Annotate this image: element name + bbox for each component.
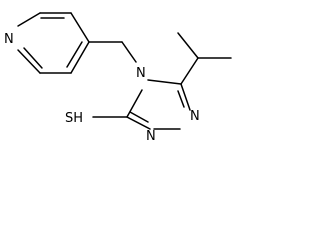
bond-pyridine-6 bbox=[17, 49, 41, 74]
triazole-ring bbox=[126, 79, 191, 130]
bond-isopropyl-1 bbox=[180, 57, 199, 85]
bond-pyridine-3 bbox=[70, 12, 90, 43]
pyridine-ring bbox=[17, 12, 90, 74]
bond-pyridine-4 bbox=[70, 41, 90, 74]
bond-triazole-4 bbox=[126, 89, 143, 118]
isopropyl-group bbox=[177, 32, 232, 85]
bond-pyridine-1 bbox=[17, 12, 41, 27]
bond-triazole-5 bbox=[126, 116, 151, 130]
methylene-linker bbox=[88, 41, 137, 63]
bond-triazole-1 bbox=[147, 79, 182, 85]
atom-thiol: SH bbox=[65, 111, 83, 126]
bond-pyridine-double-2 bbox=[66, 41, 83, 68]
chemical-structure: N N N N SH bbox=[4, 12, 232, 144]
molecule-canvas: N N N N SH bbox=[0, 0, 256, 144]
bond-triazole-double-2 bbox=[129, 111, 149, 123]
bond-linker-2 bbox=[121, 41, 137, 63]
bond-pyridine-double-3 bbox=[23, 47, 43, 69]
bond-isopropyl-2 bbox=[177, 32, 199, 59]
atom-pyridine-n: N bbox=[4, 32, 14, 47]
atom-triazole-n1: N bbox=[146, 129, 156, 144]
atom-triazole-n4: N bbox=[136, 66, 146, 81]
bond-triazole-double-1 bbox=[177, 90, 185, 108]
atom-triazole-n2: N bbox=[190, 109, 200, 124]
bond-triazole-2 bbox=[180, 83, 191, 111]
